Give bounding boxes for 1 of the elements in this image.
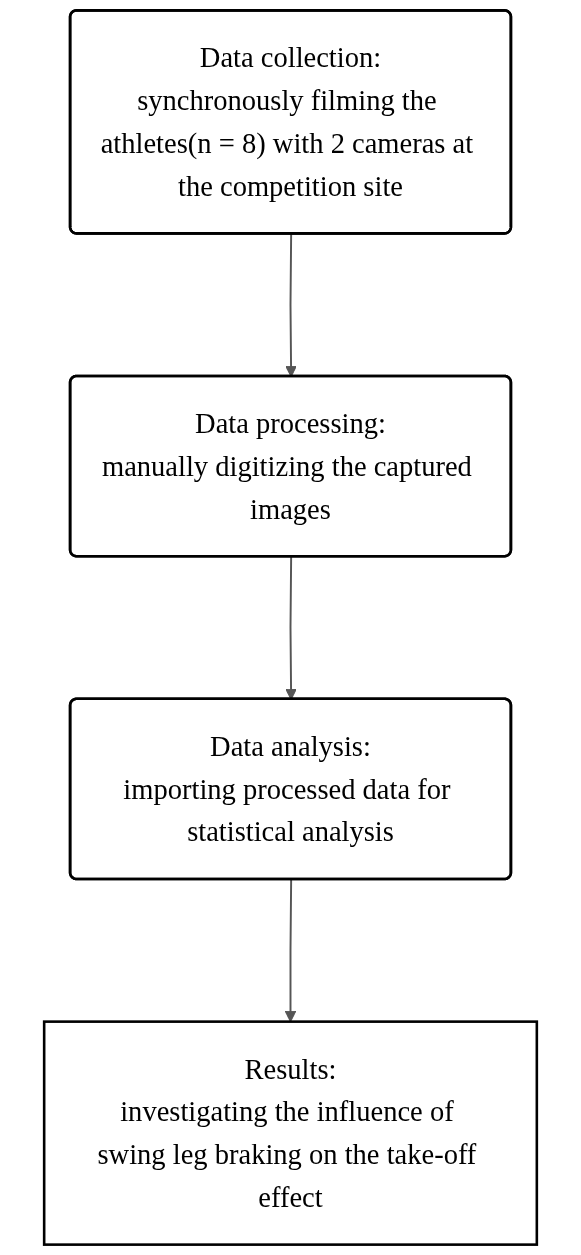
node-box: Results: investigating the influence of swing leg braking on the take-off effect	[42, 1020, 539, 1246]
